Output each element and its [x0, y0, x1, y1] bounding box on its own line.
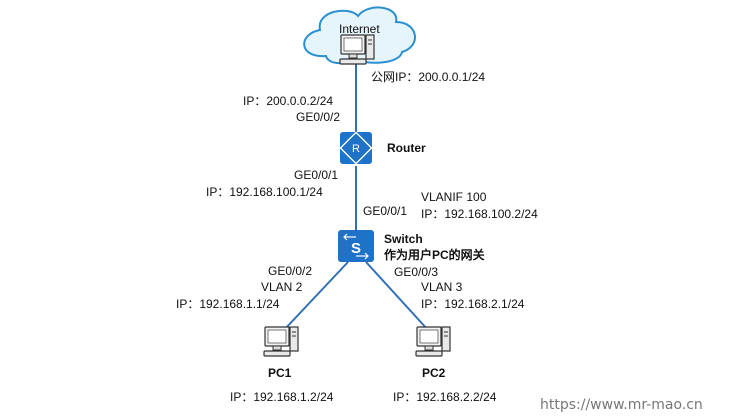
pc2-ip: IP：192.168.2.2/24 — [393, 390, 497, 404]
switch-left-vlan: VLAN 2 — [261, 280, 303, 294]
router-downlink-port: GE0/0/1 — [294, 168, 339, 182]
link-switch-pc1 — [283, 261, 349, 331]
pc1-label: PC1 — [268, 366, 292, 380]
pc1-ip: IP：192.168.1.2/24 — [230, 390, 334, 404]
svg-text:R: R — [352, 143, 360, 155]
switch-right-ip: IP：192.168.2.1/24 — [421, 297, 525, 311]
router-downlink-ip: IP：192.168.100.1/24 — [206, 185, 323, 199]
switch-role: 作为用户PC的网关 — [384, 248, 485, 262]
switch-vlanif: VLANIF 100 — [421, 190, 487, 204]
pc2-icon — [415, 326, 451, 357]
switch-left-ip: IP：192.168.1.1/24 — [176, 297, 280, 311]
switch-vlanif-ip: IP：192.168.100.2/24 — [421, 207, 538, 221]
internet-label: Internet — [339, 22, 380, 36]
switch-right-port: GE0/0/3 — [394, 265, 439, 279]
router-uplink-ip: IP：200.0.0.2/24 — [243, 94, 334, 108]
pc1-icon — [263, 326, 299, 357]
pc2-label: PC2 — [422, 366, 446, 380]
router-uplink-port: GE0/0/2 — [296, 110, 341, 124]
internet-public-ip: 公网IP：200.0.0.1/24 — [371, 70, 486, 84]
svg-text:S: S — [351, 240, 361, 257]
switch-uplink-port: GE0/0/1 — [363, 204, 408, 218]
switch-label: Switch — [384, 232, 423, 246]
switch-left-port: GE0/0/2 — [268, 264, 313, 278]
link-switch-pc2 — [365, 261, 429, 331]
switch-icon: S — [338, 230, 374, 262]
router-icon: R — [339, 131, 373, 165]
router-label: Router — [387, 141, 426, 155]
switch-right-vlan: VLAN 3 — [421, 280, 463, 294]
watermark-text: https://www.mr-mao.cn — [540, 397, 703, 413]
